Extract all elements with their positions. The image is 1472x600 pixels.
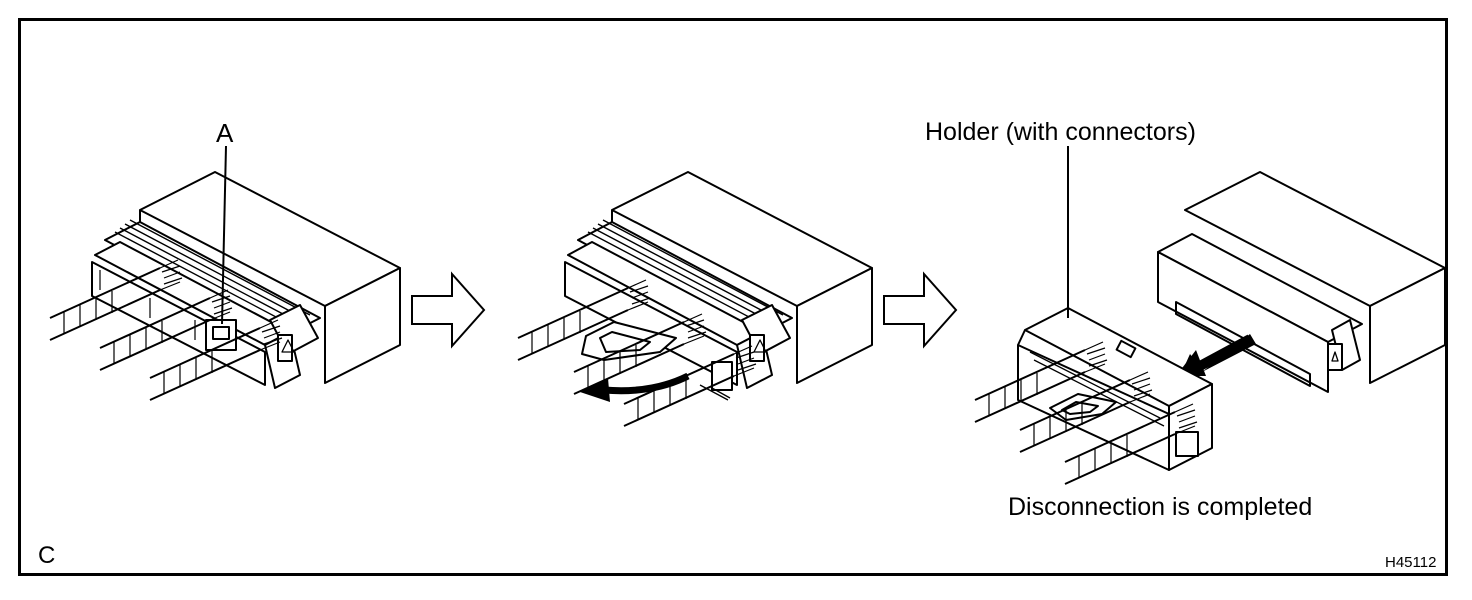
figure-frame — [18, 18, 1448, 576]
connector-holder-illustration — [1017, 307, 1213, 471]
lever-rotate-arrow-icon — [580, 372, 690, 402]
step-arrow-icon — [411, 271, 486, 349]
step1-leader-line — [221, 145, 227, 325]
figure-code: H45112 — [1385, 554, 1437, 571]
callout-label-holder: Holder (with connectors) — [925, 118, 1196, 146]
pull-out-arrow-icon — [1176, 334, 1256, 376]
callout-label-a: A — [216, 118, 234, 148]
step3-caption: Disconnection is completed — [1008, 493, 1313, 521]
step2-ecu-illustration — [564, 171, 873, 401]
corner-letter: C — [38, 542, 56, 569]
step3-ecu-illustration — [1157, 171, 1446, 393]
step-arrow-icon — [883, 271, 958, 349]
step1-ecu-illustration — [91, 171, 401, 389]
